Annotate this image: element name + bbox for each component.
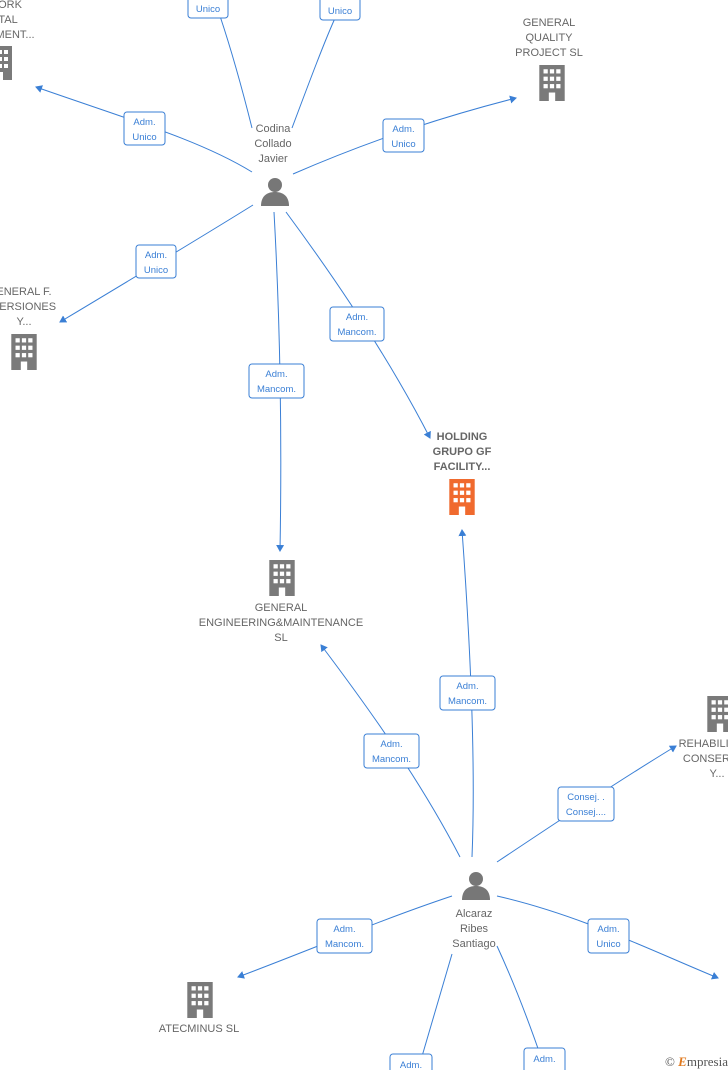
person-name-line: Javier bbox=[258, 153, 288, 165]
role-box-r8[interactable]: Adm. Mancom. bbox=[439, 675, 496, 711]
company-name-line: ATECMINUS SL bbox=[159, 1023, 239, 1035]
role-text: Consej. . bbox=[567, 792, 605, 803]
company-name-line: Y... bbox=[16, 316, 31, 328]
company-node-c_rehab[interactable]: REHABILIT CONSERV Y... bbox=[679, 696, 728, 780]
role-text: Unico bbox=[596, 939, 620, 950]
role-text: Consej.... bbox=[566, 807, 606, 818]
edge-p1-top-right-a bbox=[291, 15, 337, 129]
edges bbox=[35, 15, 719, 1070]
company-name-line: Y... bbox=[709, 768, 724, 780]
role-box-r10[interactable]: Consej. . Consej.... bbox=[557, 786, 615, 822]
person-icon bbox=[261, 178, 289, 206]
role-text: Mancom. bbox=[337, 327, 376, 338]
edge-p1-top-left-a bbox=[219, 15, 253, 129]
role-box-r7[interactable]: Adm. Mancom. bbox=[248, 363, 305, 399]
role-box-r14[interactable]: Adm. bbox=[523, 1047, 566, 1070]
company-node-c_holding[interactable]: HOLDING GRUPO GF FACILITY... bbox=[433, 431, 492, 515]
building-icon bbox=[0, 46, 12, 80]
role-box-r4[interactable]: Adm. Unico bbox=[382, 118, 425, 153]
role-text: Mancom. bbox=[325, 939, 364, 950]
role-box-r12[interactable]: Adm. Unico bbox=[587, 918, 630, 954]
company-name-line: REHABILIT bbox=[679, 738, 728, 750]
company-name-line: ORK bbox=[0, 0, 23, 11]
company-name-line: GENERAL bbox=[255, 602, 308, 614]
person-name-line: Collado bbox=[254, 138, 291, 150]
person-name-line: Codina bbox=[256, 123, 292, 135]
company-name-line: CONSERV bbox=[683, 753, 728, 765]
role-text: Adm. bbox=[265, 369, 287, 380]
role-text: Mancom. bbox=[372, 754, 411, 765]
role-box-r1[interactable]: Unico bbox=[187, 0, 229, 19]
role-box-r9[interactable]: Adm. Mancom. bbox=[363, 733, 420, 769]
company-name-line: MENT... bbox=[0, 29, 35, 41]
role-text: Adm. bbox=[133, 117, 155, 128]
company-name-line: ENERAL F. bbox=[0, 286, 52, 298]
role-text: Adm. bbox=[392, 124, 414, 135]
role-text: Adm. bbox=[597, 924, 619, 935]
company-name-line: TAL bbox=[0, 14, 18, 26]
building-icon bbox=[449, 479, 475, 515]
role-text: Unico bbox=[196, 4, 220, 15]
building-icon bbox=[11, 334, 37, 370]
watermark-footer: © Empresia bbox=[665, 1054, 728, 1070]
role-box-r3[interactable]: Adm. Unico bbox=[123, 111, 166, 146]
company-name-line: SL bbox=[274, 632, 287, 644]
copyright-symbol: © bbox=[665, 1054, 675, 1069]
role-box-r6[interactable]: Adm. Mancom. bbox=[329, 306, 385, 342]
company-name-line: GENERAL bbox=[523, 17, 576, 29]
role-text: Adm. bbox=[346, 312, 368, 323]
person-name-line: Alcaraz bbox=[456, 908, 493, 920]
role-text: Adm. bbox=[533, 1054, 555, 1065]
role-text: Adm. bbox=[400, 1060, 422, 1070]
brand-name: mpresia bbox=[686, 1054, 728, 1069]
company-node-c_top_left[interactable]: ORK TAL MENT... bbox=[0, 0, 35, 80]
building-icon bbox=[269, 560, 295, 596]
role-text: Mancom. bbox=[257, 384, 296, 395]
person-name-line: Ribes bbox=[460, 923, 489, 935]
edge-p2-bottom-b bbox=[496, 945, 543, 1061]
person-icon bbox=[462, 872, 490, 900]
person-node-p1[interactable]: Codina Collado Javier bbox=[254, 123, 292, 206]
role-box-r13[interactable]: Adm. bbox=[389, 1053, 433, 1070]
company-node-c_gf[interactable]: ENERAL F. VERSIONES Y... bbox=[0, 286, 56, 370]
person-node-p2[interactable]: Alcaraz Ribes Santiago bbox=[452, 872, 496, 950]
building-icon bbox=[707, 696, 728, 732]
company-name-line: GRUPO GF bbox=[433, 446, 492, 458]
role-box-r5[interactable]: Adm. Unico bbox=[135, 244, 177, 279]
brand-initial: E bbox=[678, 1054, 687, 1069]
building-icon bbox=[187, 982, 213, 1018]
role-box-r11[interactable]: Adm. Mancom. bbox=[316, 918, 373, 954]
company-name-line: HOLDING bbox=[437, 431, 488, 443]
company-name-line: PROJECT SL bbox=[515, 47, 583, 59]
role-text: Mancom. bbox=[448, 696, 487, 707]
role-text: Adm. bbox=[456, 681, 478, 692]
role-text: Adm. bbox=[333, 924, 355, 935]
role-text: Adm. bbox=[380, 739, 402, 750]
person-name-line: Santiago bbox=[452, 938, 495, 950]
role-text: Adm. bbox=[145, 250, 167, 261]
building-icon bbox=[539, 65, 565, 101]
role-text: Unico bbox=[328, 6, 352, 17]
company-node-c_gem[interactable]: GENERAL ENGINEERING&MAINTENANCE SL bbox=[199, 560, 363, 644]
company-name-line: QUALITY bbox=[525, 32, 573, 44]
role-box-r2[interactable]: Unico bbox=[319, 0, 361, 21]
company-node-c_atec[interactable]: ATECMINUS SL bbox=[159, 982, 239, 1035]
company-node-c_gq[interactable]: GENERAL QUALITY PROJECT SL bbox=[515, 17, 583, 101]
company-name-line: ENGINEERING&MAINTENANCE bbox=[199, 617, 363, 629]
role-boxes: Unico Unico Adm. Unico Adm. Unico Adm. U… bbox=[123, 0, 630, 1070]
company-name-line: FACILITY... bbox=[434, 461, 491, 473]
company-name-line: VERSIONES bbox=[0, 301, 56, 313]
role-text: Unico bbox=[391, 139, 415, 150]
edge-p2-bottom-a bbox=[417, 953, 453, 1070]
role-text: Unico bbox=[144, 265, 168, 276]
role-text: Unico bbox=[132, 132, 156, 143]
